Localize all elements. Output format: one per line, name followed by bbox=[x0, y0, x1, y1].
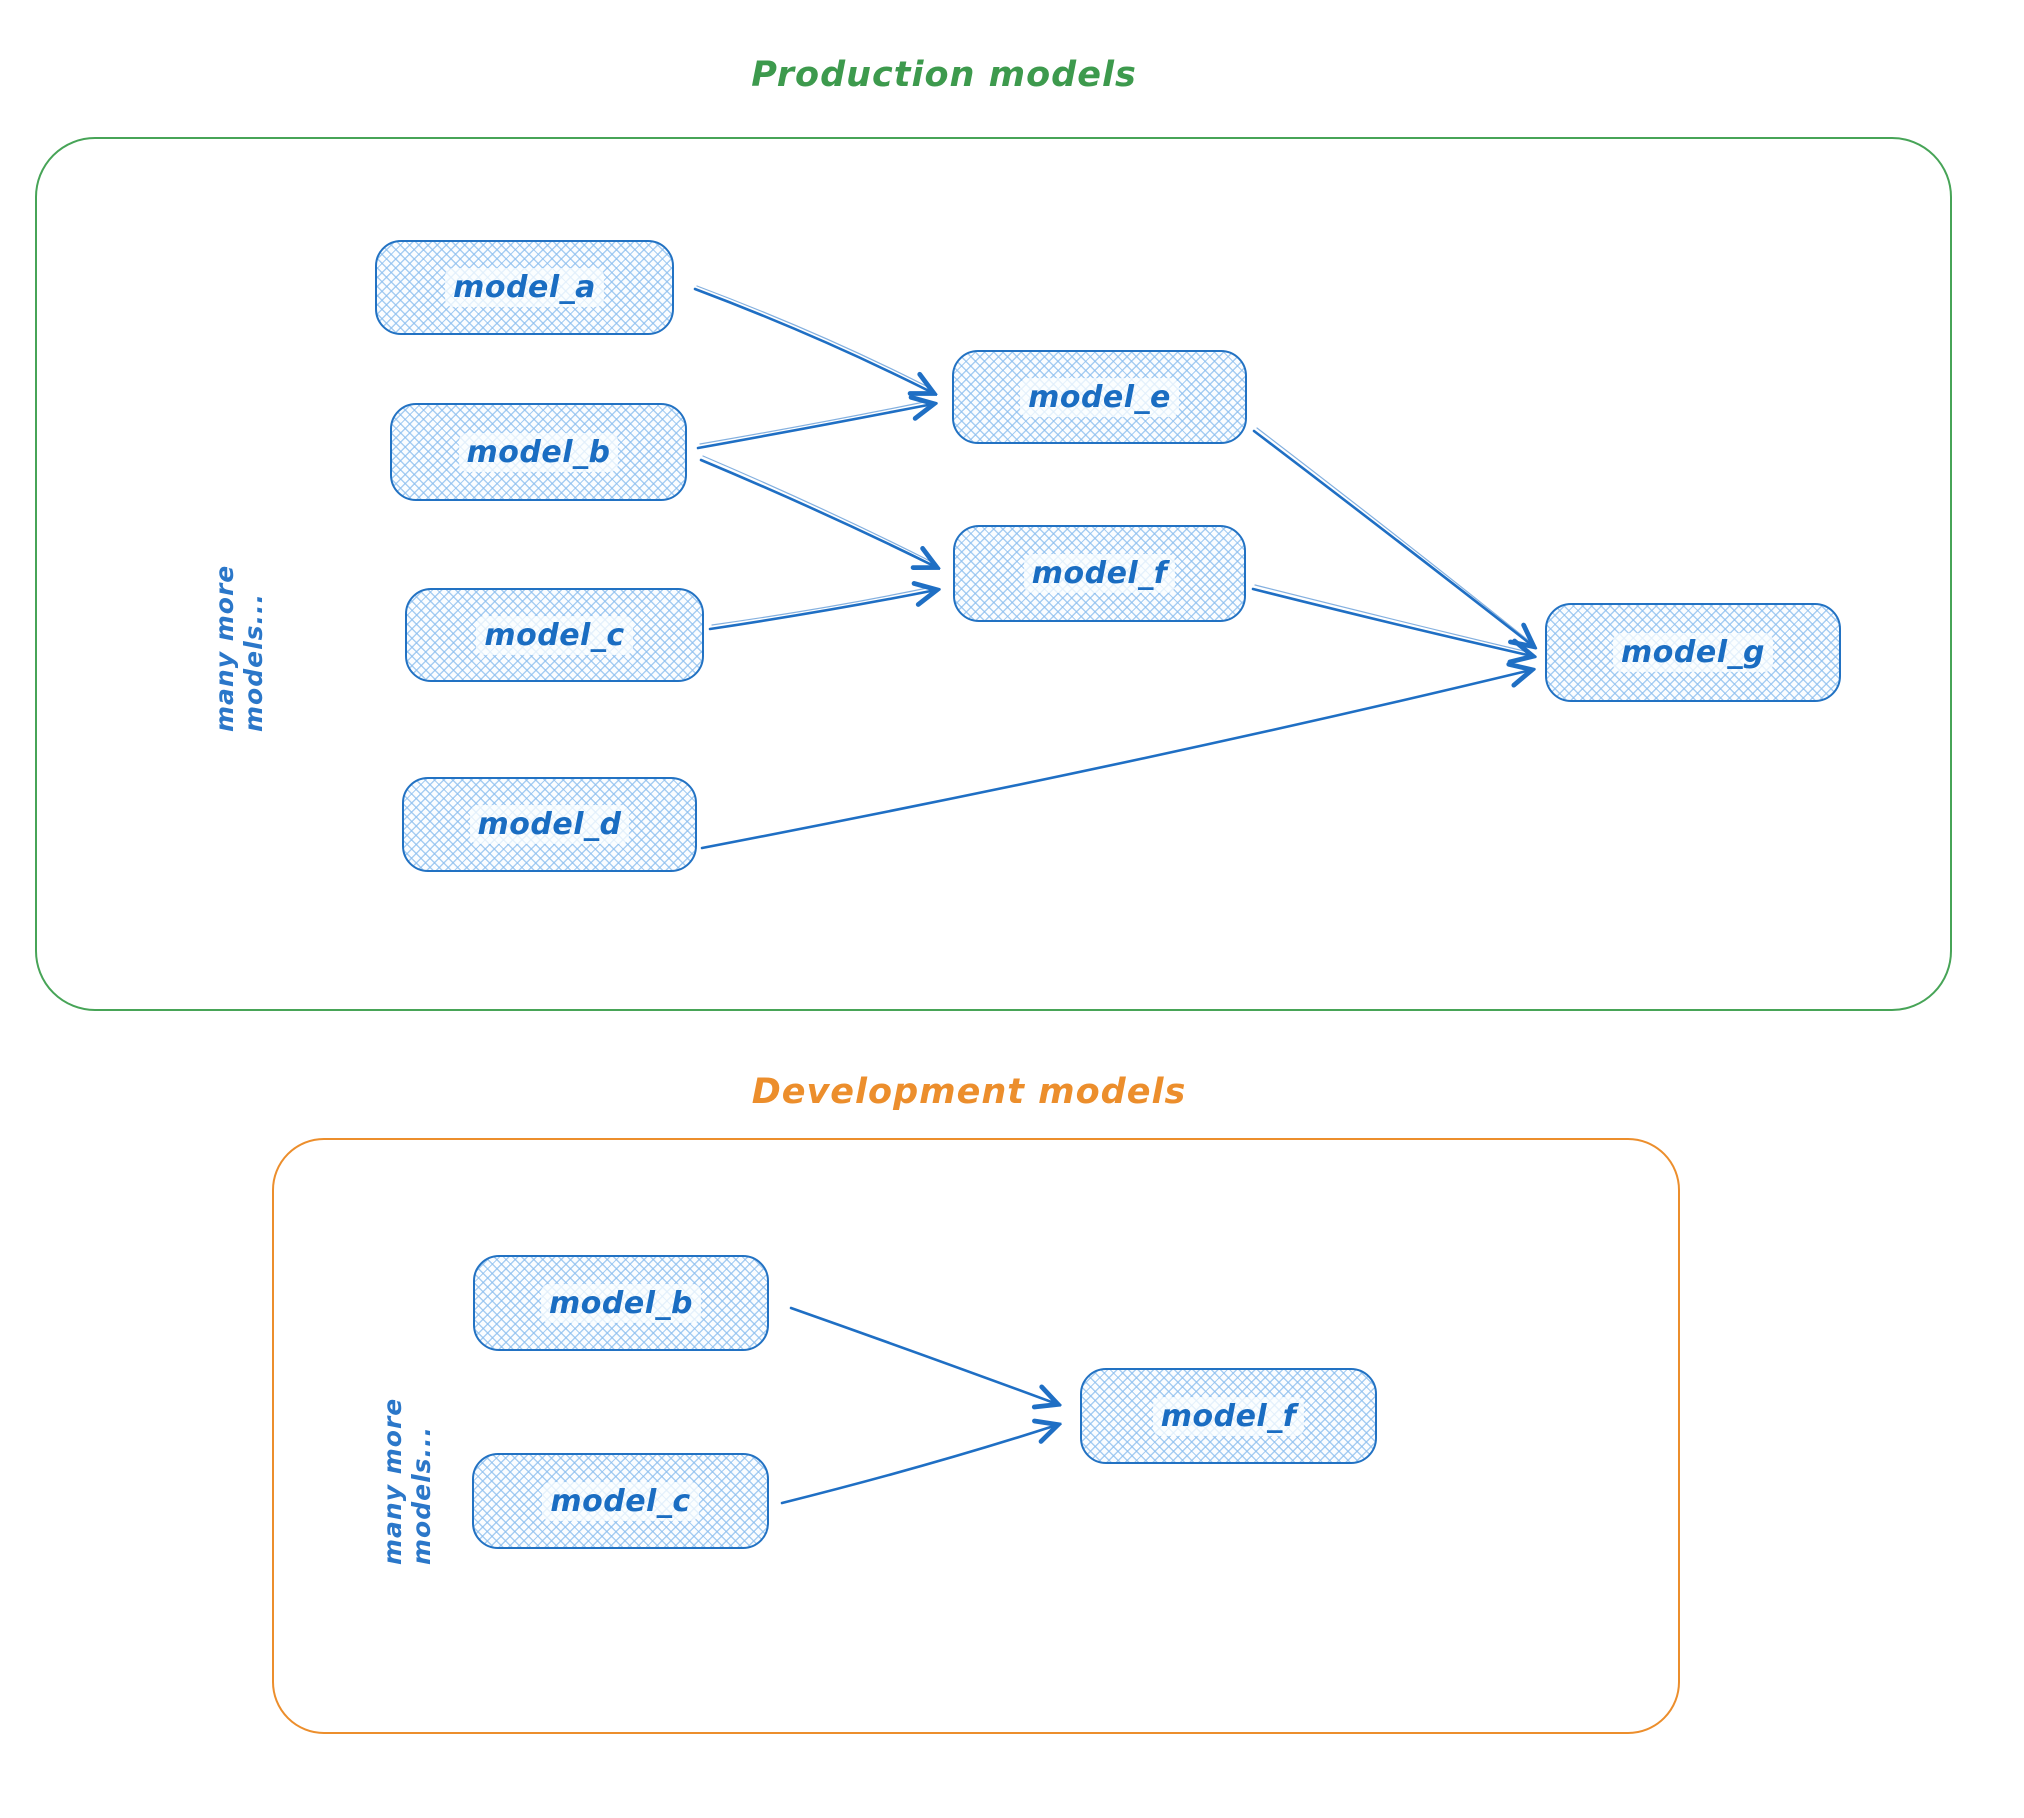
production-side-label: many more models... bbox=[210, 564, 268, 732]
production-section-frame bbox=[35, 137, 1952, 1011]
node-dev-model-f: model_f bbox=[1080, 1368, 1377, 1464]
node-model-e-label: model_e bbox=[1020, 377, 1179, 417]
development-section-frame bbox=[272, 1138, 1680, 1734]
node-model-c-label: model_c bbox=[476, 615, 633, 655]
node-model-f-label: model_f bbox=[1023, 554, 1176, 593]
node-model-g-label: model_g bbox=[1613, 633, 1773, 672]
node-model-c: model_c bbox=[405, 588, 704, 682]
node-model-b: model_b bbox=[390, 403, 687, 501]
development-section-title: Development models bbox=[751, 1072, 1187, 1112]
node-dev-model-f-label: model_f bbox=[1152, 1396, 1305, 1436]
node-dev-model-c-label: model_c bbox=[542, 1481, 699, 1521]
production-section-title: Production models bbox=[751, 55, 1137, 95]
node-model-g: model_g bbox=[1545, 603, 1841, 702]
node-model-a: model_a bbox=[375, 240, 674, 335]
node-model-d-label: model_d bbox=[469, 805, 630, 844]
node-model-d: model_d bbox=[402, 777, 697, 872]
node-dev-model-b: model_b bbox=[473, 1255, 769, 1351]
node-model-f: model_f bbox=[953, 525, 1246, 622]
node-model-e: model_e bbox=[952, 350, 1247, 444]
node-model-a-label: model_a bbox=[445, 268, 604, 307]
node-dev-model-c: model_c bbox=[472, 1453, 769, 1549]
development-side-label: many more models... bbox=[378, 1397, 436, 1565]
node-model-b-label: model_b bbox=[458, 432, 619, 472]
node-dev-model-b-label: model_b bbox=[541, 1283, 701, 1323]
